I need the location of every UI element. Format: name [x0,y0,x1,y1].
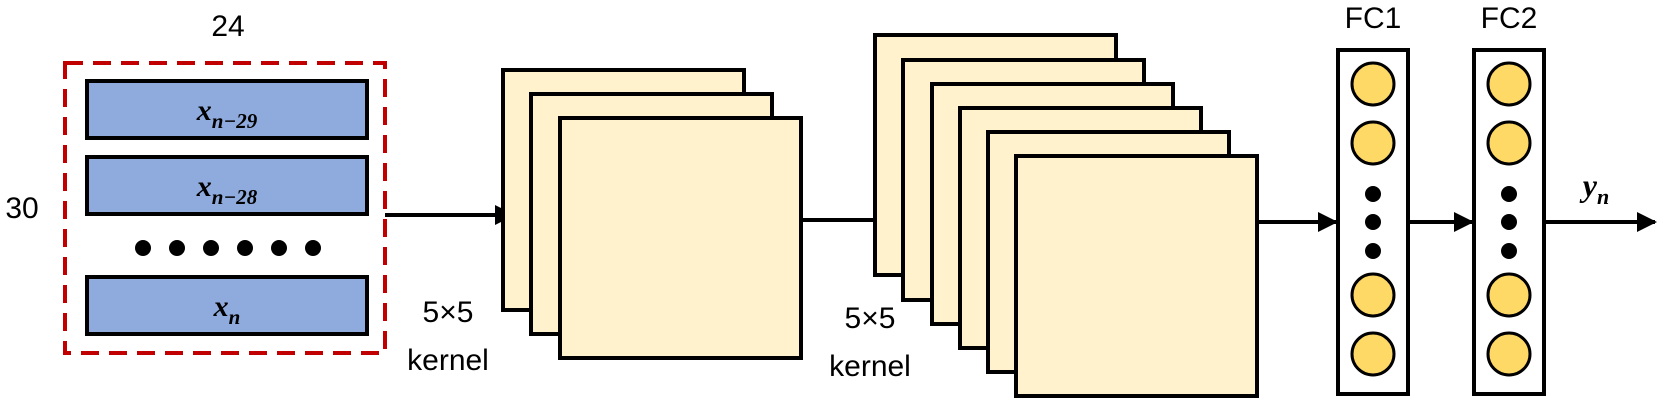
conv1-kernel-size-label: 5×5 [423,296,474,329]
conv1-kernel-word-label: kernel [407,344,489,377]
conv2-kernel-word-label: kernel [829,350,911,383]
output-label: yn [1579,167,1609,209]
neuron [1350,331,1396,377]
input-row-sub: n−29 [212,109,258,133]
input-row-base: x [213,290,229,323]
neuron [1486,331,1532,377]
fc2-label: FC2 [1481,2,1538,35]
neuron [1486,272,1532,318]
ellipsis-dot [271,240,287,256]
feature-map [558,116,803,360]
ellipsis-dot [305,240,321,256]
input-row: xn−28 [85,155,369,216]
input-row-label: xn−29 [196,94,258,133]
neuron-ellipsis-dot [1501,243,1517,259]
ellipsis-dot [135,240,151,256]
output-base: y [1579,167,1598,203]
input-row-sub: n [229,305,241,329]
input-row-box [85,155,369,216]
conv2-feature-maps [873,33,1259,398]
neuron [1350,61,1396,107]
input-row-box [85,275,369,336]
neuron-ellipsis-dot [1501,186,1517,202]
input-row-sub: n−28 [212,185,258,209]
output-sub: n [1597,184,1609,209]
fc2-layer [1472,48,1546,396]
input-row-base: x [196,94,212,127]
neuron-ellipsis-dot [1365,186,1381,202]
input-row: xn [85,275,369,336]
input-window [63,61,387,355]
input-row-base: x [196,170,212,203]
input-row: xn−29 [85,79,369,140]
input-row-box [85,79,369,140]
neuron-ellipsis-dot [1365,214,1381,230]
neuron [1486,61,1532,107]
conv1-feature-maps [501,68,803,360]
input-ellipsis [135,240,321,256]
input-row-label: xn [213,290,241,329]
neuron [1350,120,1396,166]
neuron [1486,120,1532,166]
conv2-kernel-size-label: 5×5 [845,302,896,335]
ellipsis-dot [203,240,219,256]
input-height-label: 30 [5,192,38,225]
fc1-layer [1336,48,1410,396]
neuron-ellipsis-dot [1501,214,1517,230]
ellipsis-dot [237,240,253,256]
fc1-label: FC1 [1345,2,1402,35]
feature-map [1014,154,1259,398]
ellipsis-dot [169,240,185,256]
input-width-label: 24 [211,10,244,43]
neuron-ellipsis-dot [1365,243,1381,259]
input-row-label: xn−28 [196,170,258,209]
neuron [1350,272,1396,318]
